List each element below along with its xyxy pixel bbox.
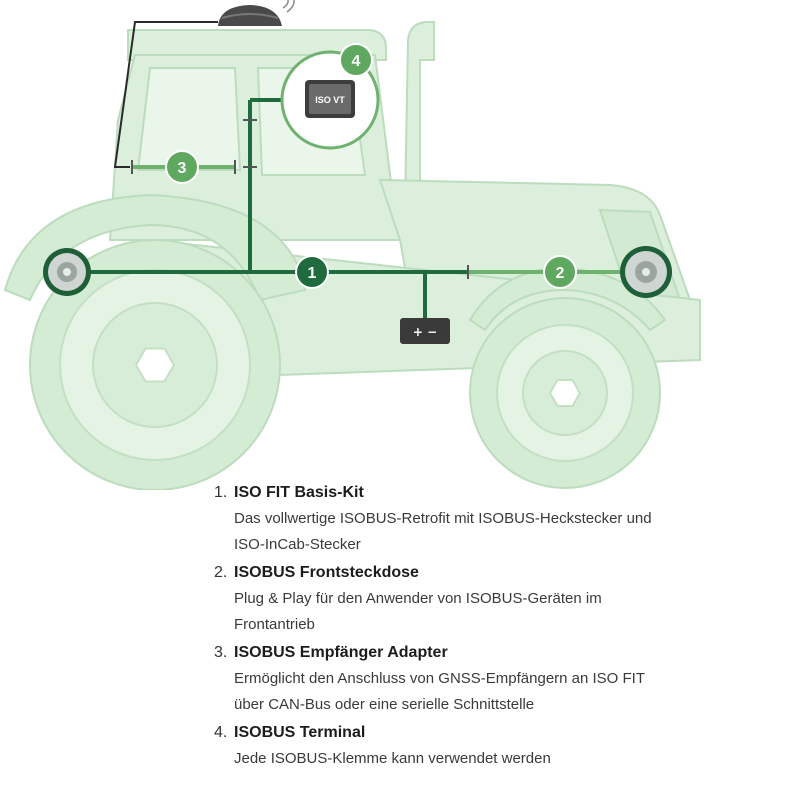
front-isobus-socket-icon [620,246,672,298]
battery-label: + − [413,325,437,339]
legend-item: 4. ISOBUS Terminal Jede ISOBUS-Klemme kan… [214,720,774,772]
svg-text:3: 3 [178,160,187,177]
badge-3: 3 [165,150,199,184]
connectors [243,119,469,279]
signal-icon [282,0,295,13]
legend-item: 3. ISOBUS Empfänger Adapter Ermöglicht de… [214,640,774,718]
badge-2: 2 [543,255,577,289]
gnss-cable [113,21,218,168]
rear-wheel [29,239,281,490]
legend-number: 2. [214,564,228,581]
front-wheel [469,297,661,489]
cab-window [136,67,242,171]
rear-isobus-plug-icon [43,248,91,296]
legend-number: 1. [214,484,228,501]
battery-icon: + − [400,318,450,344]
legend-description: Das vollwertige ISOBUS-Retrofit mit ISOB… [234,510,652,553]
legend-title: ISOBUS Frontsteckdose [234,564,419,581]
legend-title: ISOBUS Terminal [234,724,366,741]
main-bus [88,98,468,318]
badge-1: 1 [295,255,329,289]
legend-number: 3. [214,644,228,661]
tractor-wiring-diagram: + − ISO VT 1 2 3 4 [3,0,701,490]
svg-text:1: 1 [308,265,317,282]
legend-description: Plug & Play für den Anwender von ISOBUS-… [234,590,602,633]
legend-title: ISO FIT Basis-Kit [234,484,364,501]
legend-item: 1. ISO FIT Basis-Kit Das vollwertige ISOB… [214,480,774,558]
gnss-receiver [218,0,295,26]
svg-text:4: 4 [352,53,361,70]
svg-text:2: 2 [556,265,565,282]
legend-description: Jede ISOBUS-Klemme kann verwendet werden [234,750,551,767]
legend-description: Ermöglicht den Anschluss von GNSS-Empfän… [234,670,645,713]
terminal-screen-label: ISO VT [315,95,345,105]
badge-4: 4 [339,43,373,77]
legend-item: 2. ISOBUS Frontsteckdose Plug & Play für … [214,560,774,638]
legend-number: 4. [214,724,228,741]
component-legend: 1. ISO FIT Basis-Kit Das vollwertige ISOB… [214,480,774,774]
tractor-illustration [3,21,701,382]
legend-title: ISOBUS Empfänger Adapter [234,644,448,661]
